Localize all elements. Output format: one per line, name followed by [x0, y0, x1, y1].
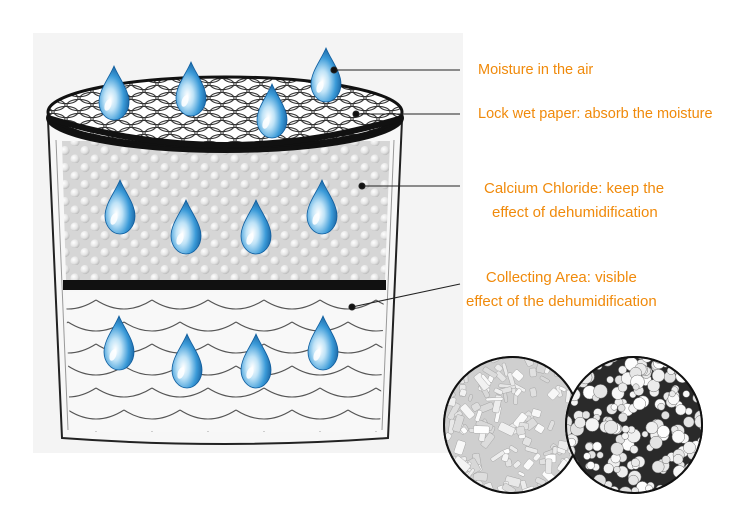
leader-dot-icon — [358, 182, 366, 190]
label-calcium-chloride: Calcium Chloride: keep the effect of deh… — [484, 177, 664, 225]
water-drop-icon — [175, 61, 207, 117]
leader-dot-icon — [352, 110, 360, 118]
label-calcium-line1: Calcium Chloride: keep the — [484, 180, 665, 197]
label-moisture-in-air: Moisture in the air — [478, 62, 594, 78]
label-collecting-area: Collecting Area: visible effect of the d… — [466, 266, 657, 314]
calcium-chloride-pellets-photo — [565, 356, 703, 494]
label-wet-paper: Lock wet paper: absorb the moisture — [478, 106, 713, 122]
leader-dot-icon — [348, 303, 356, 311]
label-collect-line1: Collecting Area: visible — [485, 269, 637, 286]
water-drop-icon — [98, 65, 130, 121]
label-collect-line2: effect of the dehumidification — [466, 293, 657, 310]
divider-bar — [63, 280, 386, 290]
leader-lines — [330, 66, 461, 311]
label-calcium-line2: effect of dehumidification — [492, 204, 658, 221]
water-drop-icon — [310, 47, 342, 103]
leader-dot-icon — [330, 66, 338, 74]
